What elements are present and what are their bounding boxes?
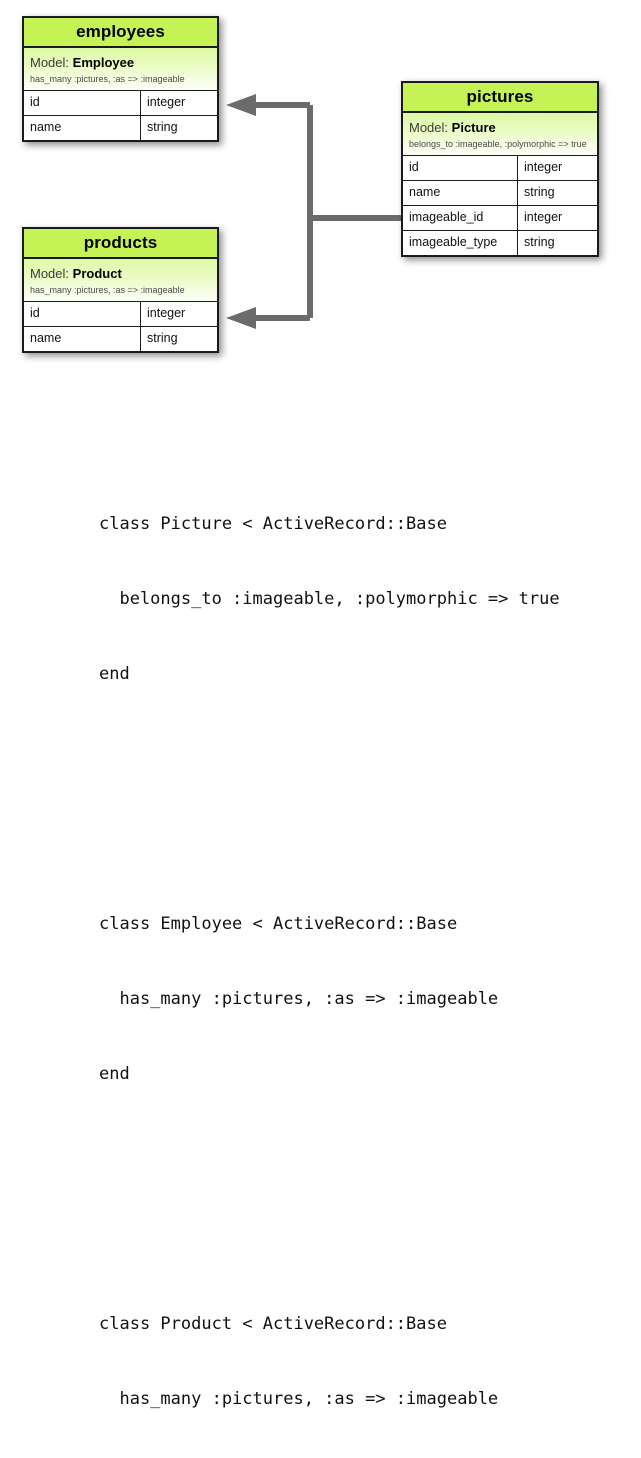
table-row: name string xyxy=(403,181,597,206)
code-line: has_many :pictures, :as => :imageable xyxy=(99,1389,499,1409)
entity-title-pictures: pictures xyxy=(403,83,597,113)
erd-diagram: employees Model: Employee has_many :pict… xyxy=(0,0,641,380)
code-line: class Product < ActiveRecord::Base xyxy=(99,1314,447,1334)
code-line: class Employee < ActiveRecord::Base xyxy=(99,914,458,934)
field-type: integer xyxy=(147,95,186,109)
table-row: id integer xyxy=(24,302,217,327)
entity-model-panel-pictures: Model: Picture belongs_to :imageable, :p… xyxy=(403,113,597,156)
table-row: name string xyxy=(24,116,217,140)
field-name: id xyxy=(24,302,141,326)
code-spacer xyxy=(99,1187,619,1212)
entity-title-products: products xyxy=(24,229,217,259)
code-line: end xyxy=(99,664,130,684)
model-name: Picture xyxy=(451,120,496,135)
field-type: string xyxy=(147,331,178,345)
code-block-product: class Product < ActiveRecord::Base has_m… xyxy=(99,1262,619,1458)
code-line: end xyxy=(99,1064,130,1084)
code-block-employee: class Employee < ActiveRecord::Base has_… xyxy=(99,862,619,1137)
code-line: has_many :pictures, :as => :imageable xyxy=(99,989,499,1009)
field-type: integer xyxy=(524,160,563,174)
model-line: Model: Employee xyxy=(30,55,211,70)
field-type: string xyxy=(147,120,178,134)
arrowhead-to-products xyxy=(226,307,256,329)
table-row: imageable_id integer xyxy=(403,206,597,231)
table-row: name string xyxy=(24,327,217,351)
code-listing: class Picture < ActiveRecord::Base belon… xyxy=(99,412,619,1458)
field-name: imageable_id xyxy=(403,206,518,230)
field-name: id xyxy=(403,156,518,180)
association-text: belongs_to :imageable, :polymorphic => t… xyxy=(409,139,587,149)
table-row: imageable_type string xyxy=(403,231,597,255)
code-line: belongs_to :imageable, :polymorphic => t… xyxy=(99,589,560,609)
field-name: name xyxy=(403,181,518,205)
entity-model-panel-products: Model: Product has_many :pictures, :as =… xyxy=(24,259,217,302)
entity-table-pictures[interactable]: pictures Model: Picture belongs_to :imag… xyxy=(401,81,599,257)
model-label: Model: xyxy=(30,55,70,70)
entity-title-employees: employees xyxy=(24,18,217,48)
association-text: has_many :pictures, :as => :imageable xyxy=(30,74,185,84)
table-row: id integer xyxy=(24,91,217,116)
table-row: id integer xyxy=(403,156,597,181)
field-name: imageable_type xyxy=(403,231,518,255)
model-name: Product xyxy=(72,266,122,281)
model-label: Model: xyxy=(409,120,449,135)
field-name: id xyxy=(24,91,141,115)
model-line: Model: Picture xyxy=(409,120,591,135)
code-block-picture: class Picture < ActiveRecord::Base belon… xyxy=(99,462,619,737)
field-type: integer xyxy=(524,210,563,224)
field-name: name xyxy=(24,116,141,140)
entity-table-employees[interactable]: employees Model: Employee has_many :pict… xyxy=(22,16,219,142)
field-name: name xyxy=(24,327,141,351)
model-name: Employee xyxy=(72,55,135,70)
code-spacer xyxy=(99,787,619,812)
association-text: has_many :pictures, :as => :imageable xyxy=(30,285,185,295)
model-line: Model: Product xyxy=(30,266,211,281)
code-line: class Picture < ActiveRecord::Base xyxy=(99,514,447,534)
entity-model-panel-employees: Model: Employee has_many :pictures, :as … xyxy=(24,48,217,91)
field-type: string xyxy=(524,235,555,249)
entity-table-products[interactable]: products Model: Product has_many :pictur… xyxy=(22,227,219,353)
arrowhead-to-employees xyxy=(226,94,256,116)
field-type: integer xyxy=(147,306,186,320)
field-type: string xyxy=(524,185,555,199)
model-label: Model: xyxy=(30,266,70,281)
